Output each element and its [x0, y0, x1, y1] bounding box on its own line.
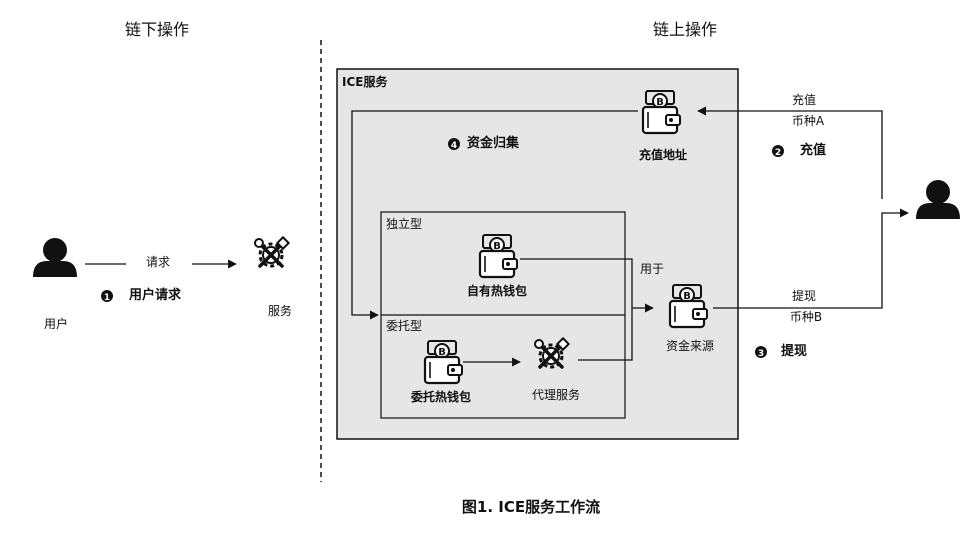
external-user-icon: [916, 180, 960, 219]
withdraw-arrow: [713, 208, 909, 309]
own-hot-wallet-label: 自有热钱包: [466, 284, 528, 298]
own-wallet-link: [520, 258, 633, 308]
withdraw-text-line1: 提现: [791, 289, 817, 303]
user-icon: [33, 238, 77, 277]
independent-title: 独立型: [386, 217, 423, 231]
onchain-title: 链上操作: [652, 20, 718, 39]
offchain-title: 链下操作: [124, 20, 190, 39]
step2-label: 充值: [800, 143, 827, 158]
step2-num: 2: [775, 148, 781, 158]
deposit-text-line2: 币种A: [791, 114, 825, 128]
used-for-label: 用于: [640, 262, 665, 276]
request-label: 请求: [142, 255, 174, 269]
step3-num: 3: [758, 349, 764, 359]
service-gear-icon: [253, 235, 291, 268]
step1-bullet: [101, 290, 113, 302]
step4-num: 4: [451, 141, 457, 151]
deposit-arrow: [697, 106, 883, 199]
deposit-text-line1: 充值: [791, 93, 817, 107]
step2-bullet: [772, 145, 784, 157]
delegated-title: 委托型: [386, 319, 423, 333]
deposit-address-label: 充值地址: [638, 148, 688, 162]
service-label: 服务: [267, 304, 293, 318]
delegated-hot-wallet-label: 委托热钱包: [410, 390, 472, 404]
user-label: 用户: [43, 317, 69, 331]
proxy-link: [578, 308, 633, 361]
figure-caption: 图1. ICE服务工作流: [461, 498, 601, 516]
step3-label: 提现: [781, 344, 808, 359]
step3-bullet: [755, 346, 767, 358]
step4-bullet: [448, 138, 460, 150]
proxy-service-label: 代理服务: [531, 388, 581, 402]
step1-num: 1: [104, 293, 110, 303]
fund-source-label: 资金来源: [665, 339, 715, 353]
step4-label: 资金归集: [467, 136, 520, 151]
fund-collection-arrow: [351, 110, 638, 320]
withdraw-text-line2: 币种B: [789, 310, 823, 324]
step1-label: 用户请求: [129, 288, 182, 303]
ice-service-title: ICE服务: [342, 75, 388, 89]
